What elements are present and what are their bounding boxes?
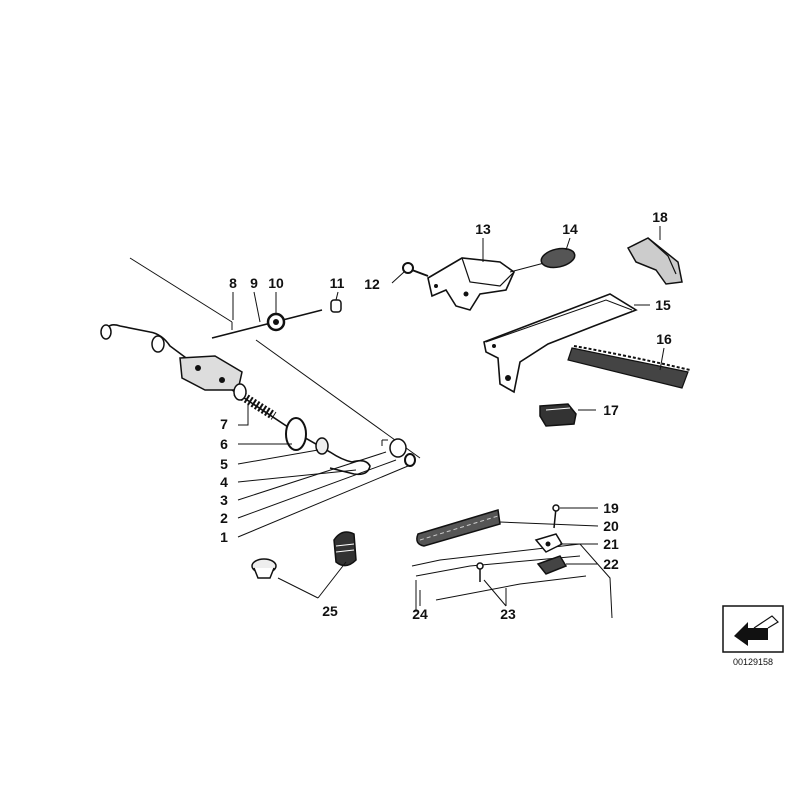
label-22: 22 — [603, 556, 619, 572]
leader-lines-bracket — [391, 237, 571, 284]
label-8: 8 — [229, 275, 237, 291]
clip-block — [539, 403, 577, 427]
label-18: 18 — [652, 209, 668, 225]
corner-bracket — [626, 226, 683, 285]
plate-hole-b — [219, 377, 225, 383]
label-23: 23 — [500, 606, 516, 622]
reference-box: 00129158 — [722, 605, 784, 667]
washer-disc — [285, 417, 307, 451]
leader-lines-left — [232, 291, 409, 538]
label-7: 7 — [220, 416, 228, 432]
label-12: 12 — [364, 276, 380, 292]
perspective-line-lower — [255, 339, 421, 459]
part-labels: 8 9 10 11 12 13 14 15 16 17 18 19 20 21 … — [220, 209, 672, 622]
rubber-bush — [389, 438, 407, 458]
label-5: 5 — [220, 456, 228, 472]
bar-eye — [151, 335, 165, 353]
label-19: 19 — [603, 500, 619, 516]
label-13: 13 — [475, 221, 491, 237]
stabilizer-assembly — [100, 257, 421, 476]
label-6: 6 — [220, 436, 228, 452]
rubber-stopper — [540, 247, 576, 269]
stabilizer-bar — [104, 324, 371, 476]
label-2: 2 — [220, 510, 228, 526]
rubber-mount-parts — [251, 531, 357, 599]
nut — [404, 453, 416, 467]
label-4: 4 — [220, 474, 228, 490]
label-21: 21 — [603, 536, 619, 552]
label-24: 24 — [412, 606, 428, 622]
reference-number: 00129158 — [733, 657, 773, 667]
label-17: 17 — [603, 402, 619, 418]
trim-assembly — [411, 504, 613, 619]
label-1: 1 — [220, 529, 228, 545]
label-9: 9 — [250, 275, 258, 291]
leader-lines-right — [578, 304, 665, 411]
bar-end-left — [100, 324, 112, 340]
coil-spring — [233, 383, 277, 420]
label-16: 16 — [656, 331, 672, 347]
bushing — [315, 437, 329, 455]
support-beam — [483, 293, 638, 394]
label-11: 11 — [330, 275, 345, 291]
label-10: 10 — [268, 275, 284, 291]
label-14: 14 — [562, 221, 578, 237]
perspective-line-upper — [129, 257, 233, 323]
label-25: 25 — [322, 603, 338, 619]
leader-lines-lower-right — [419, 507, 599, 607]
label-3: 3 — [220, 492, 228, 508]
bracket-assembly — [402, 247, 576, 311]
mounting-plate — [179, 355, 243, 391]
seal-strip — [567, 345, 691, 389]
label-15: 15 — [655, 297, 671, 313]
plate-hole-a — [195, 365, 201, 371]
clip-cap — [330, 299, 342, 313]
label-20: 20 — [603, 518, 619, 534]
